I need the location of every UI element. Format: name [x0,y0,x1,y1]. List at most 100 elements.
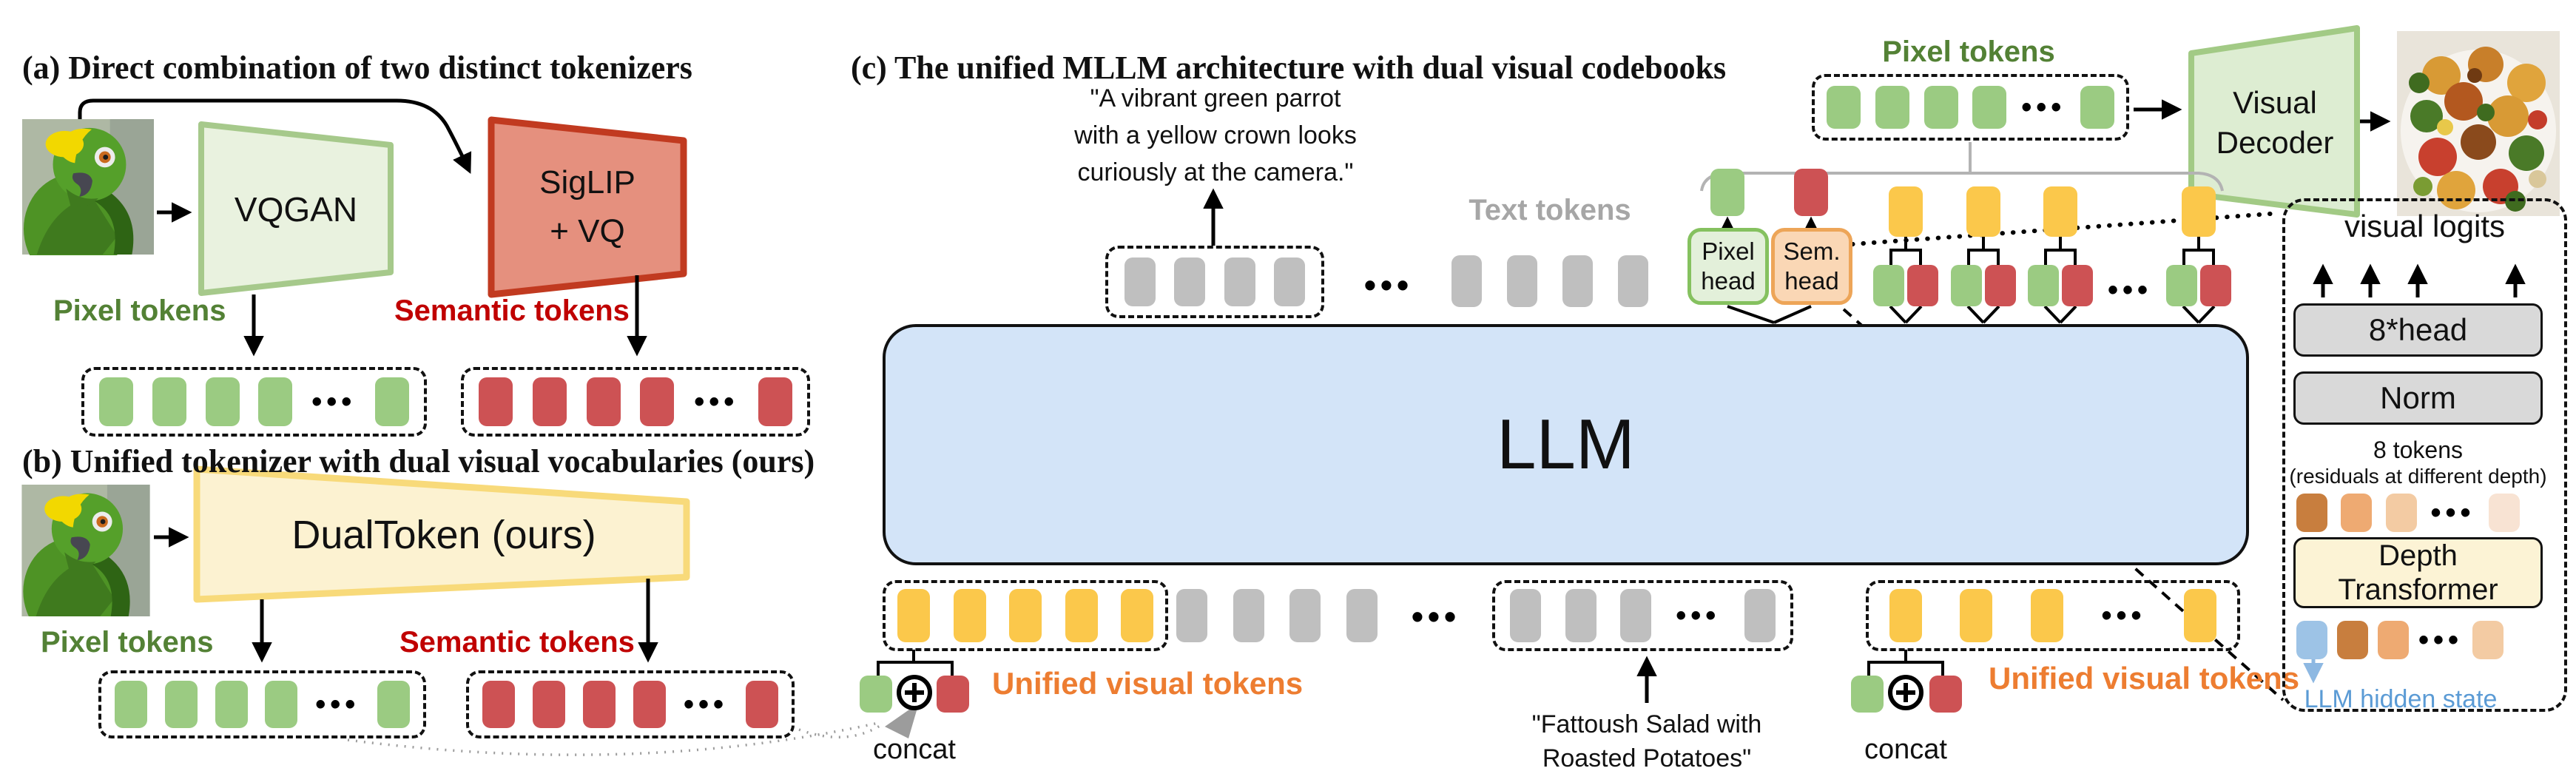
gray-arrowhead [885,703,919,738]
caption-line1: "A vibrant green parrot [1090,84,1341,112]
token-green [258,377,293,426]
visual-logits-title: visual logits [2344,209,2506,243]
orange-depth-2 [2341,494,2373,532]
visual-logits-panel [2282,198,2567,712]
sem-head-line2: head [1784,267,1839,294]
concat1-semantic-token [937,676,969,713]
unified-token [2182,186,2216,237]
token-gray [1562,255,1593,307]
line-llm-to-pixel-head [1727,305,1775,324]
unit-stem [2059,237,2062,249]
panel-a-title: (a) Direct combination of two distinct t… [22,50,692,86]
input-row-dots: ••• [1411,597,1461,636]
prediction-unit-2 [1950,186,2017,308]
concat2-plus-icon [1888,675,1923,710]
token-green [164,681,198,728]
token-red [582,681,616,728]
llm-hidden-state-label: LLM hidden state [2304,685,2498,713]
token-green [1923,86,1958,129]
visual-decoder-block [2188,25,2360,218]
unified-visual-tokens-label-2: Unified visual tokens [1989,661,2300,696]
token-green [1827,86,1861,129]
depth-transformer-line1: Depth [2378,539,2458,572]
ellipsis-dots: ••• [694,386,739,418]
head-block: 8*head [2293,303,2543,357]
token-gray [1451,255,1482,307]
caption-line3: curiously at the camera." [1077,158,1354,186]
curve-b-pixel-to-concat [347,721,883,756]
concat2-stem [1904,650,1907,661]
sem-head: Sem. head [1771,228,1852,305]
arrow-parrot-to-siglip [78,98,472,174]
sem-head-line1: Sem. [1783,238,1841,265]
unit-semantic-token [1907,265,1938,306]
unit-v-lines [1889,305,2216,324]
token-red [640,377,675,426]
pixel-head-output-token [1710,169,1744,216]
text-tokens-label: Text tokens [1469,194,1631,226]
concat2-semantic-token [1929,676,1962,713]
token-red [633,681,666,728]
token-gray [1744,589,1776,642]
token-gray [1618,255,1648,307]
unit-bracket [2182,249,2215,266]
ellipsis-dots: ••• [2418,624,2463,656]
food-caption-line2: Roasted Potatoes" [1542,744,1752,771]
prediction-unit-3 [2027,186,2094,308]
token-gray [1346,589,1378,642]
top-pixel-tokens-label: Pixel tokens [1882,36,2055,68]
sem-head-output-token [1794,169,1828,216]
panel-a-pixel-tokens-label: Pixel tokens [53,294,226,327]
unit-bracket [1967,249,2000,266]
pixel-head-line1: Pixel [1702,238,1755,265]
siglip-label-line2: + VQ [550,213,625,249]
orange-depth-3 [2385,494,2417,532]
unit-bracket [2044,249,2077,266]
unit-row-dots: ••• [2107,274,2152,306]
concat2-label: concat [1864,734,1947,765]
unit-semantic-token [1985,265,2016,306]
generated-caption: "A vibrant green parrot with a yellow cr… [1068,80,1363,191]
siglip-label-line1: SigLIP [539,164,635,201]
siglip-label: SigLIP + VQ [513,158,661,256]
concat1-stem [912,650,915,661]
input-unified-token-box-1 [883,580,1168,651]
unified-token [2043,186,2077,237]
depth-transformer-block: Depth Transformer [2293,537,2543,608]
norm-block-label: Norm [2380,380,2456,415]
orange-depth-3 [2472,621,2503,659]
token-green [215,681,248,728]
residual-token-row: ••• [2296,493,2520,533]
caption-line2: with a yellow crown looks [1074,121,1357,149]
food-image [2397,31,2560,216]
token-gray [1125,257,1156,306]
visual-decoder-line2: Decoder [2216,125,2334,160]
token-gray [1233,589,1264,642]
hidden-state-token-row: ••• [2296,620,2503,660]
unit-pixel-token [2166,265,2197,306]
output-text-token-group [1451,255,1648,308]
pixel-head: Pixel head [1687,228,1769,305]
ellipsis-dots: ••• [683,688,728,721]
unit-pixel-token [1951,265,1982,306]
head-block-label: 8*head [2368,312,2468,347]
line-llm-to-sem-head [1773,305,1812,324]
token-green [265,681,298,728]
top-pixel-token-row: ••• [1812,74,2129,141]
ellipsis-dots: ••• [311,386,357,418]
token-yellow [1889,589,1922,642]
panel-b-semantic-tokens-label: Semantic tokens [399,626,635,659]
token-yellow [1009,589,1042,642]
panel-b-pixel-token-row: ••• [98,670,426,738]
token-gray [1289,589,1321,642]
token-green [1875,86,1909,129]
token-yellow [2183,589,2216,642]
token-green [2080,86,2114,129]
siglip-block [488,116,687,298]
panel-b-semantic-token-row: ••• [466,670,795,738]
token-red [758,377,792,426]
unit-stem [1904,237,1907,249]
token-green [1972,86,2007,129]
token-green [377,681,410,728]
